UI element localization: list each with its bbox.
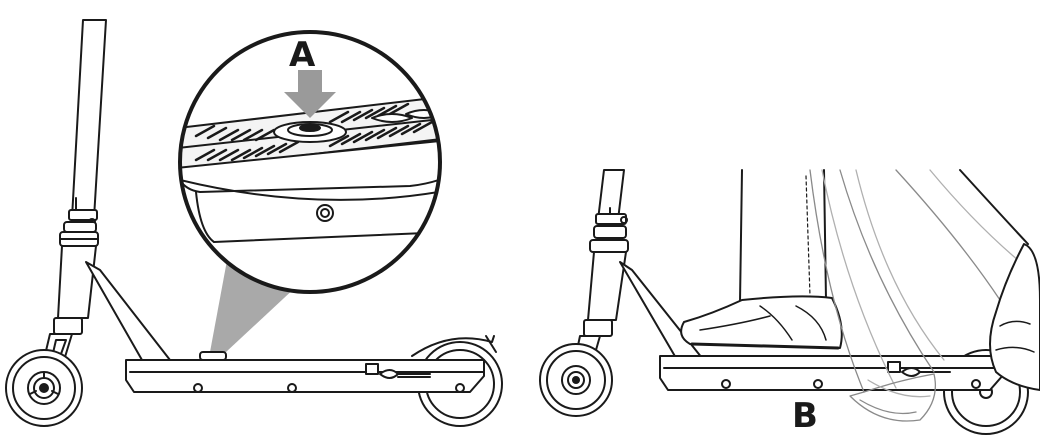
rider-moving-leg-ghost bbox=[809, 169, 1031, 422]
rider-front-leg bbox=[680, 169, 843, 350]
deck-grip-pattern bbox=[194, 102, 434, 162]
callout-label-b: B bbox=[792, 396, 818, 436]
callout-label-a: A bbox=[289, 35, 316, 75]
rider-rear-foot bbox=[959, 169, 1040, 391]
front-wheel bbox=[5, 349, 83, 427]
handlebar-stem-right bbox=[589, 169, 629, 253]
scooter-left bbox=[5, 19, 503, 427]
arrow-a bbox=[284, 70, 336, 118]
release-button bbox=[273, 121, 347, 143]
deck-left bbox=[125, 351, 485, 393]
down-tube bbox=[85, 261, 171, 361]
front-wheel-right bbox=[539, 343, 613, 417]
handlebar-stem bbox=[59, 19, 107, 247]
scooter-right bbox=[539, 169, 1040, 435]
magnifier-circle bbox=[178, 30, 442, 294]
deck-right bbox=[659, 355, 1005, 391]
